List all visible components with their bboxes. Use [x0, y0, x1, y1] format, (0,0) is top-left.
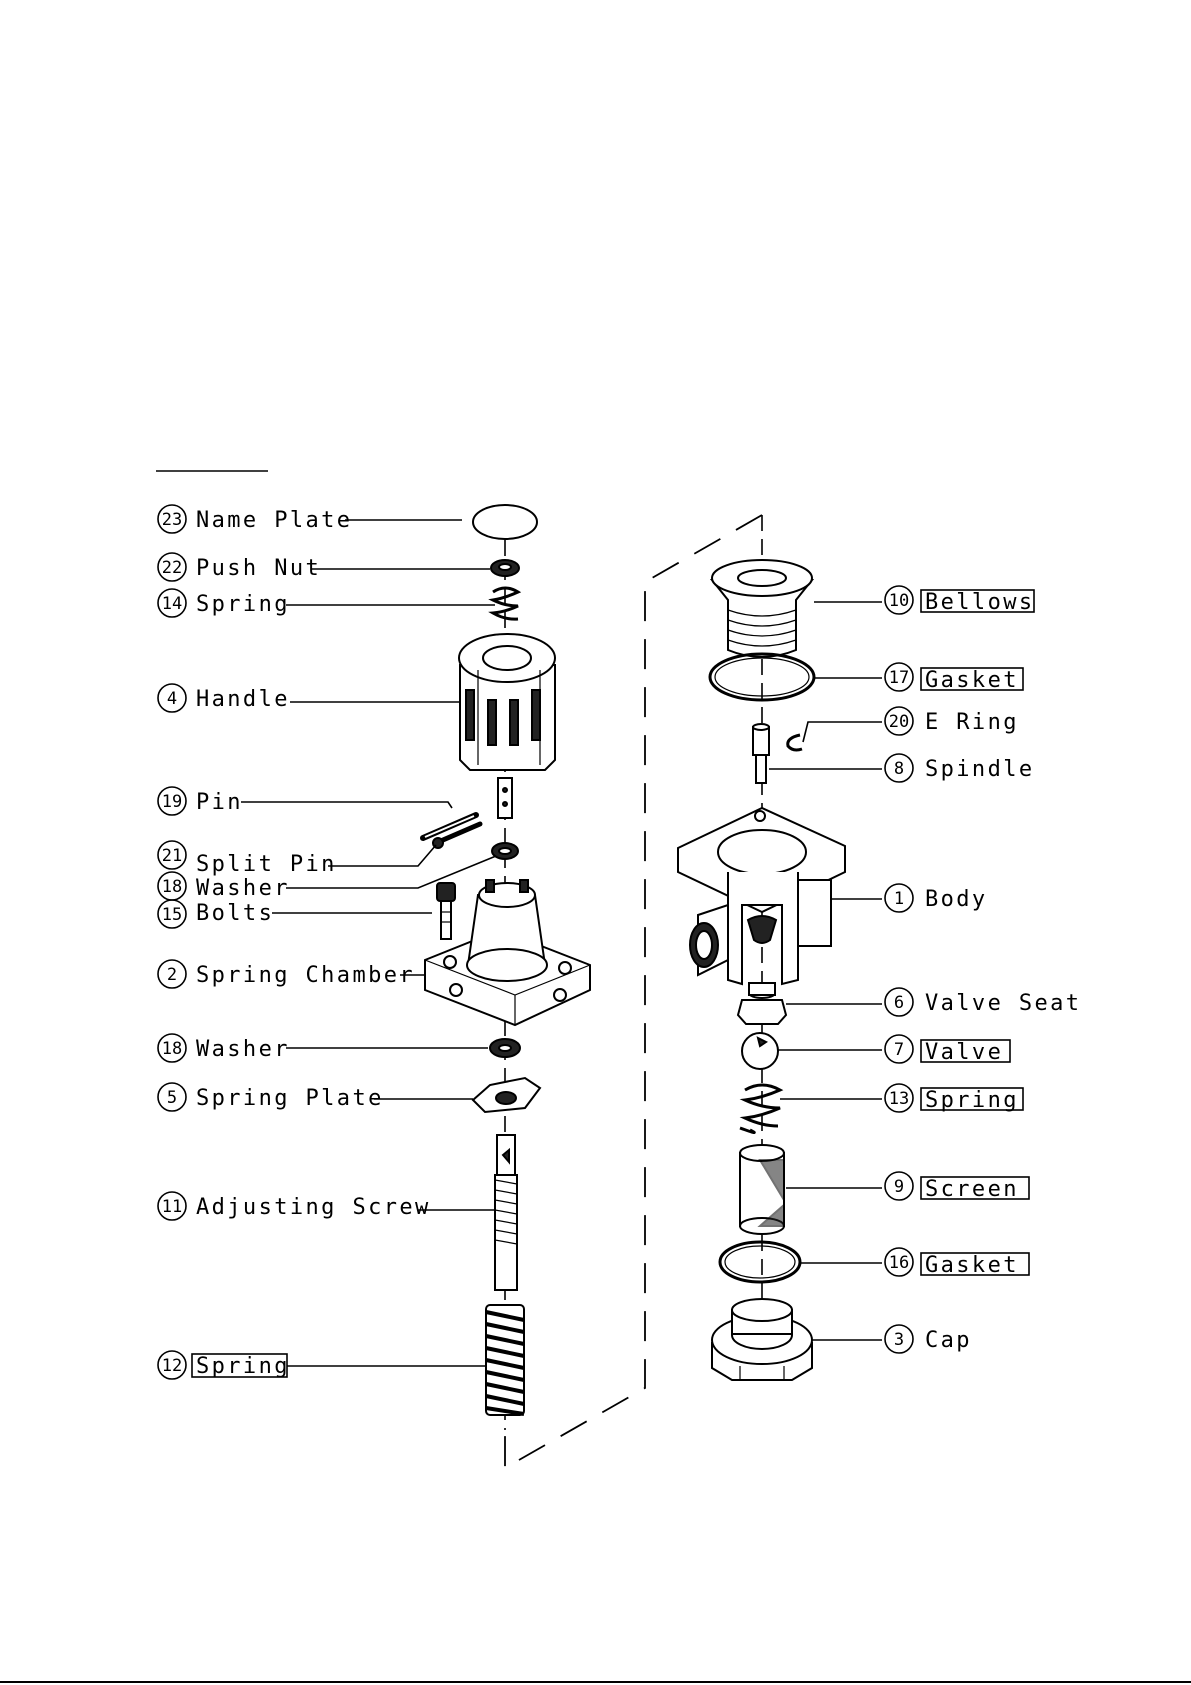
callout-label: Screen	[925, 1177, 1019, 1202]
spindle-part	[753, 724, 769, 783]
callout-label: Valve	[925, 1040, 1003, 1065]
callout-pin: 19 Pin	[158, 787, 243, 815]
pin-shaft-part	[498, 778, 512, 818]
callout-number: 6	[894, 993, 904, 1013]
callout-number: 3	[894, 1330, 904, 1350]
callout-screen: 9 Screen	[885, 1172, 1029, 1202]
callout-label: Washer	[196, 876, 290, 901]
callout-label: E Ring	[925, 710, 1019, 735]
callout-spring-12: 12 Spring	[158, 1351, 290, 1379]
callout-bellows: 10 Bellows	[885, 586, 1035, 615]
bellows-part	[712, 560, 812, 657]
callout-spring-plate: 5 Spring Plate	[158, 1083, 384, 1111]
callout-spring-13: 13 Spring	[885, 1084, 1023, 1113]
callout-label: Spring	[196, 1354, 290, 1379]
callout-cap: 3 Cap	[885, 1325, 972, 1353]
callout-label: Spindle	[925, 757, 1035, 782]
gasket-16-part	[720, 1242, 800, 1282]
name-plate-part	[473, 505, 537, 539]
e-ring-part	[788, 735, 802, 750]
callout-label: Valve Seat	[925, 991, 1081, 1016]
callout-label: Bellows	[925, 590, 1035, 615]
callout-label: Spring Chamber	[196, 963, 415, 988]
callout-number: 17	[889, 668, 909, 688]
callout-gasket-17: 17 Gasket	[885, 663, 1023, 693]
cap-part	[712, 1299, 812, 1380]
callout-washer-upper: 18 Washer	[158, 872, 290, 901]
callout-number: 7	[894, 1040, 904, 1060]
push-nut-part	[491, 560, 519, 576]
callout-number: 8	[894, 759, 904, 779]
callout-label: Bolts	[196, 901, 274, 926]
callout-number: 4	[167, 689, 177, 709]
callout-number: 23	[162, 510, 182, 530]
callout-number: 10	[889, 591, 909, 611]
callout-number: 12	[162, 1356, 182, 1376]
callout-gasket-16: 16 Gasket	[885, 1248, 1029, 1278]
callout-label: Name Plate	[196, 508, 352, 533]
screen-part	[740, 1145, 784, 1234]
callout-label: Washer	[196, 1037, 290, 1062]
callout-number: 5	[167, 1088, 177, 1108]
callout-label: Gasket	[925, 668, 1019, 693]
callout-label: Spring	[925, 1088, 1019, 1113]
callout-number: 16	[889, 1253, 909, 1273]
callout-number: 13	[889, 1089, 909, 1109]
callout-number: 11	[162, 1197, 182, 1217]
callout-label: Pin	[196, 790, 243, 815]
callout-e-ring: 20 E Ring	[885, 707, 1019, 735]
callout-number: 9	[894, 1177, 904, 1197]
callout-label: Handle	[196, 687, 290, 712]
callout-spindle: 8 Spindle	[885, 754, 1035, 782]
callout-valve: 7 Valve	[885, 1035, 1010, 1065]
callout-number: 14	[162, 594, 182, 614]
spring-12-part	[486, 1305, 524, 1415]
adjusting-screw-part	[495, 1135, 517, 1290]
handle-part	[459, 634, 555, 770]
callout-label: Gasket	[925, 1253, 1019, 1278]
callout-bolts: 15 Bolts	[158, 900, 274, 928]
callout-label: Spring Plate	[196, 1086, 384, 1111]
callout-number: 21	[162, 846, 182, 866]
callout-number: 2	[167, 965, 177, 985]
callout-number: 20	[889, 712, 909, 732]
callout-number: 1	[894, 889, 904, 909]
callout-label: Adjusting Screw	[196, 1195, 431, 1220]
callout-handle: 4 Handle	[158, 684, 290, 712]
bolt-part	[437, 883, 455, 939]
valve-seat-part	[738, 983, 786, 1024]
callout-label: Cap	[925, 1328, 972, 1353]
callout-label: Push Nut	[196, 556, 321, 581]
callout-number: 15	[162, 905, 182, 925]
bottom-border	[0, 1681, 1191, 1683]
valve-ball-part	[742, 1033, 778, 1069]
callout-name-plate: 23 Name Plate	[158, 505, 352, 533]
callout-number: 18	[162, 1039, 182, 1059]
spring-plate-part	[473, 1078, 540, 1112]
callout-number: 19	[162, 792, 182, 812]
callout-valve-seat: 6 Valve Seat	[885, 988, 1081, 1016]
callout-spring-14: 14 Spring	[158, 589, 290, 617]
callout-body: 1 Body	[885, 884, 988, 912]
callout-number: 22	[162, 558, 182, 578]
callout-number: 18	[162, 877, 182, 897]
callout-split-pin: 21 Split Pin	[158, 841, 337, 877]
washer-lower-part	[490, 1039, 520, 1057]
callout-label: Spring	[196, 592, 290, 617]
callout-label: Split Pin	[196, 852, 337, 877]
callout-spring-chamber: 2 Spring Chamber	[158, 960, 415, 988]
spring-13-part	[740, 1085, 780, 1133]
callout-push-nut: 22 Push Nut	[158, 553, 321, 581]
callout-adjusting-screw: 11 Adjusting Screw	[158, 1192, 431, 1220]
callout-label: Body	[925, 887, 988, 912]
callout-washer-lower: 18 Washer	[158, 1034, 290, 1062]
